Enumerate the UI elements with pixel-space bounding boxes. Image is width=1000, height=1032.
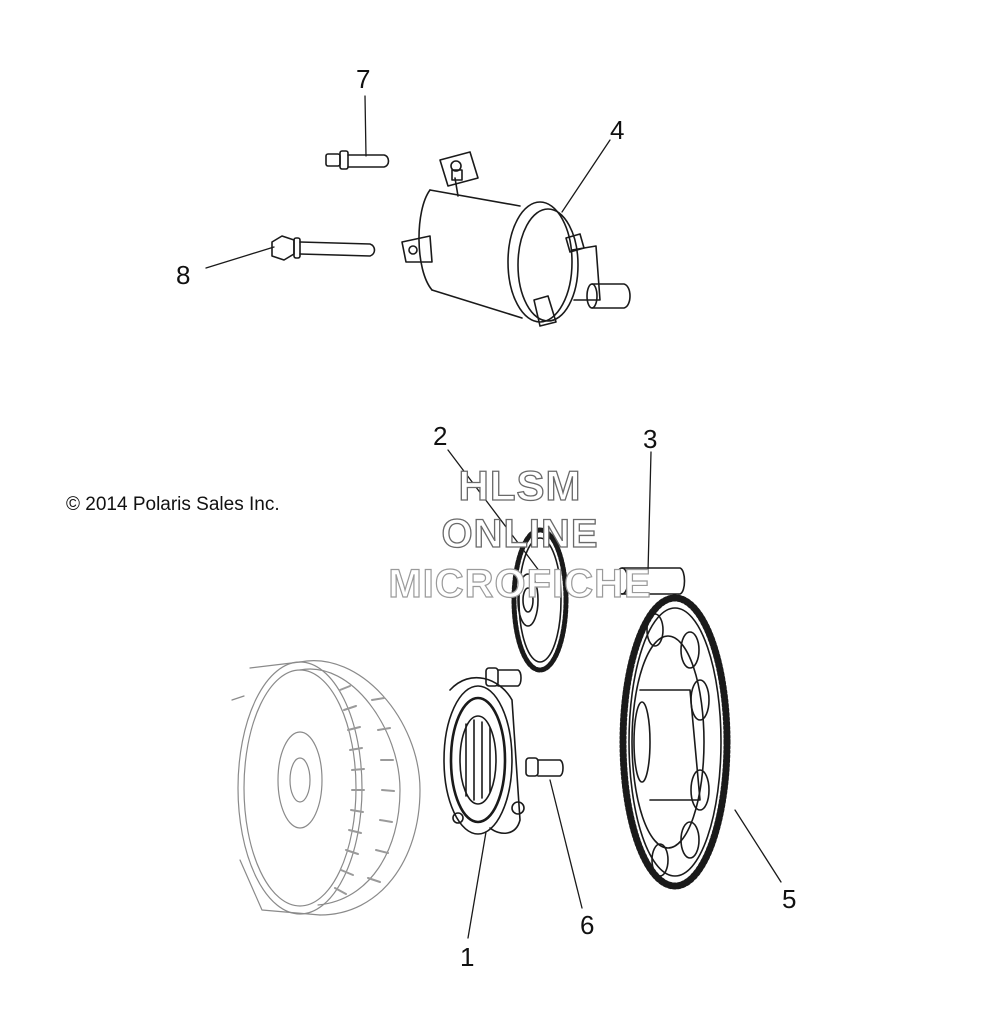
flange-bolt-long — [271, 235, 376, 261]
leader-2 — [447, 449, 541, 573]
callout-8: 8 — [176, 260, 191, 290]
leader-1 — [467, 831, 487, 939]
leader-lines — [205, 95, 782, 939]
callout-5: 5 — [782, 884, 797, 914]
callout-2: 2 — [433, 421, 448, 451]
flange-bolt-short — [325, 150, 390, 170]
shaft-pin — [615, 567, 686, 595]
leader-7 — [364, 95, 367, 157]
watermark-line-2: ONLINE — [441, 511, 599, 556]
watermark-line-3: MICROFICHE — [388, 561, 652, 606]
idler-gear — [511, 527, 569, 673]
leader-5 — [734, 809, 782, 883]
callout-6: 6 — [580, 910, 595, 940]
copyright-text: © 2014 Polaris Sales Inc. — [66, 494, 280, 515]
leader-6 — [549, 779, 583, 909]
watermark-line-1: HLSM — [458, 461, 582, 509]
socket-screw — [485, 667, 564, 777]
callout-4: 4 — [610, 115, 625, 145]
callout-3: 3 — [643, 424, 658, 454]
starter-driven-gear — [619, 594, 731, 890]
leader-3 — [647, 451, 652, 573]
starter-clutch-housing — [443, 676, 525, 835]
leader-4 — [561, 139, 611, 213]
leader-8 — [205, 246, 275, 269]
callout-1: 1 — [460, 942, 475, 972]
callout-7: 7 — [356, 64, 371, 94]
flywheel-rotor — [231, 660, 421, 916]
starter-motor — [401, 151, 631, 327]
